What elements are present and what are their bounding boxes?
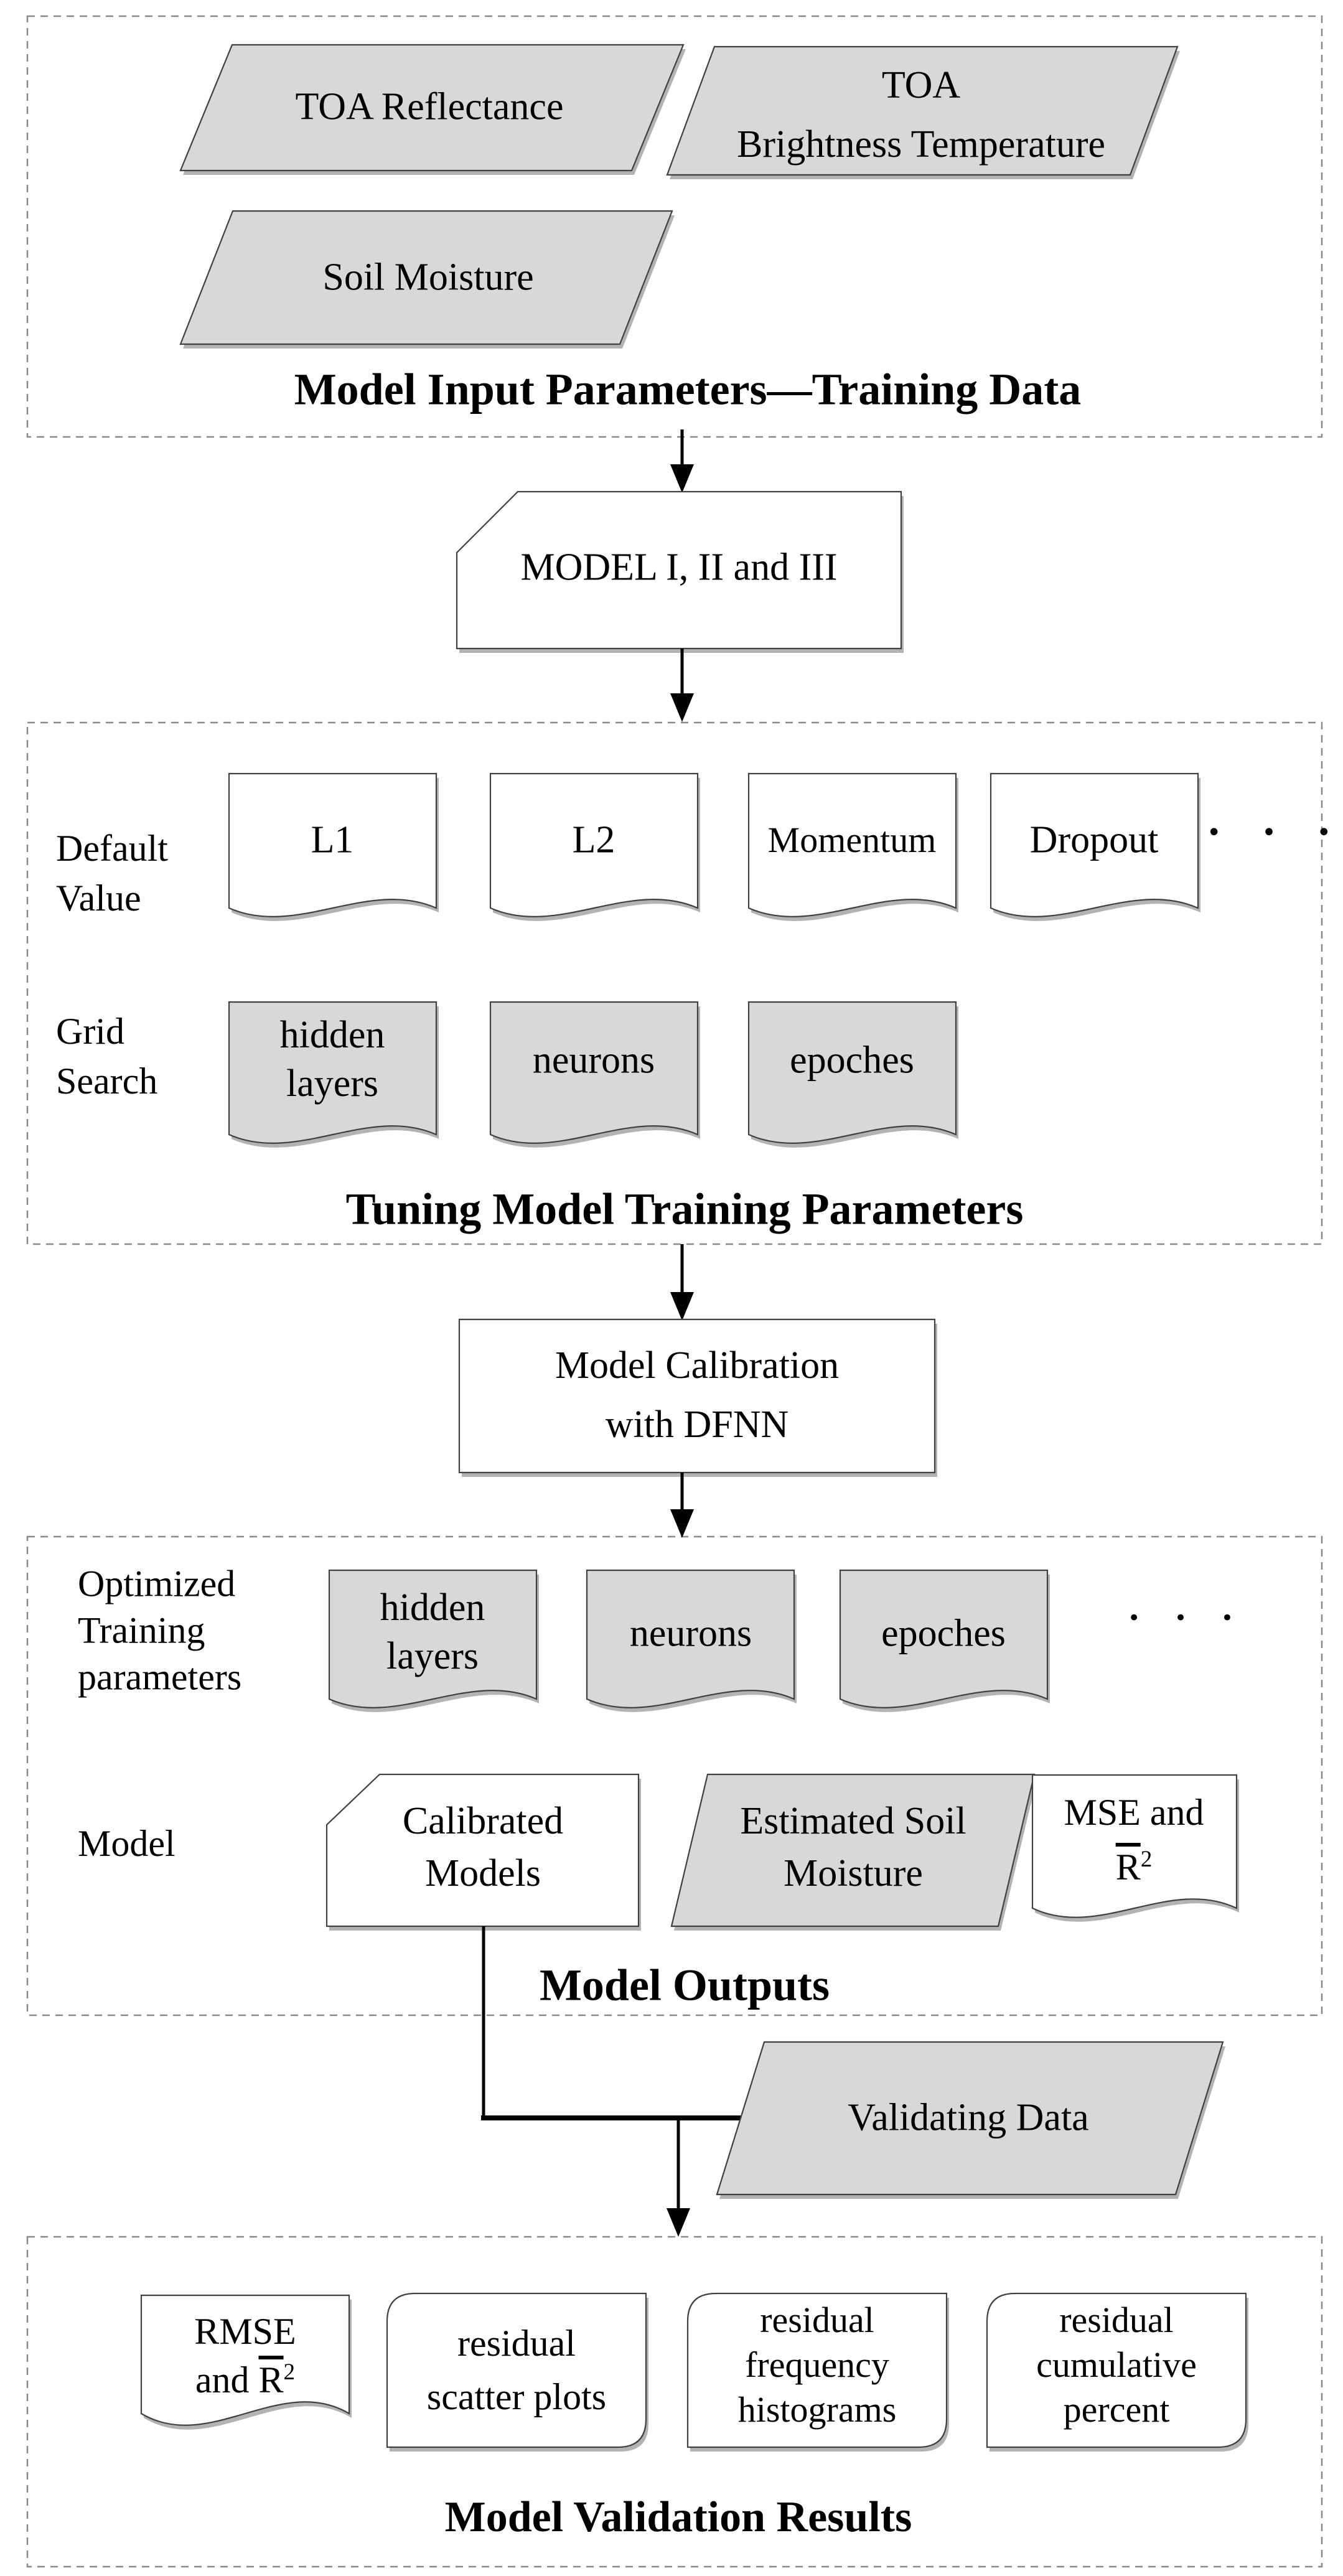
doc-l2-label: L2 <box>572 818 615 861</box>
validating-data-label: Validating Data <box>848 2096 1089 2139</box>
model-selector-label: MODEL I, II and III <box>520 546 838 589</box>
grid-search-label: Grid Search <box>56 1011 158 1102</box>
doc-opt-epoches-label: epoches <box>881 1612 1006 1655</box>
calibration-label: Model Calibration with DFNN <box>555 1344 840 1446</box>
doc-opt-neurons-label: neurons <box>629 1612 752 1655</box>
outputs-boundary <box>26 1535 1323 2016</box>
doc-neurons-label: neurons <box>532 1039 655 1082</box>
arrowhead-calibration-to-outputs <box>670 1509 694 1538</box>
default-value-label: Default Value <box>56 828 168 919</box>
calibrated-models-label: Calibrated Models <box>402 1800 564 1895</box>
inputs-title: Model Input Parameters—Training Data <box>294 364 1082 415</box>
residual-frequency-label: residual frequency histograms <box>737 2300 897 2430</box>
inputs-boundary <box>26 15 1323 438</box>
arrowhead-model-to-tuning <box>670 693 694 722</box>
arrowhead-to-validation <box>667 2208 690 2237</box>
outputs-title: Model Outputs <box>539 1960 830 2010</box>
doc-dropout-label: Dropout <box>1029 818 1159 861</box>
estimated-soil-moisture-label: Estimated Soil Moisture <box>740 1800 966 1895</box>
doc-momentum-label: Momentum <box>767 819 937 860</box>
model-row-label: Model <box>78 1823 175 1864</box>
toa-brightness-label: TOA Brightness Temperature <box>737 64 1105 166</box>
residual-cumulative-label: residual cumulative percent <box>1036 2300 1197 2430</box>
mse-label: MSE and R2 <box>1064 1792 1204 1888</box>
arrowhead-inputs-to-model <box>670 464 694 493</box>
tuning-boundary <box>26 721 1323 1245</box>
doc-opt-hidden-layers-label: hidden layers <box>380 1586 485 1677</box>
outputs-ellipsis: • • • <box>1128 1606 1247 1631</box>
soil-moisture-label: Soil Moisture <box>322 256 534 299</box>
tuning-title: Tuning Model Training Parameters <box>345 1184 1024 1234</box>
doc-epoches-label: epoches <box>790 1039 914 1082</box>
rmse-label: RMSE and R2 <box>194 2311 296 2400</box>
validation-title: Model Validation Results <box>444 2493 912 2541</box>
residual-scatter-label: residual scatter plots <box>426 2323 607 2417</box>
tuning-ellipsis: • • • <box>1206 818 1343 847</box>
validation-boundary <box>26 2236 1323 2568</box>
toa-reflectance-label: TOA Reflectance <box>295 85 564 128</box>
doc-hidden-layers-label: hidden layers <box>279 1014 385 1105</box>
doc-l1-label: L1 <box>311 818 354 861</box>
optimized-parameters-label: Optimized Training parameters <box>78 1563 242 1698</box>
arrowhead-tuning-to-calibration <box>670 1292 694 1321</box>
